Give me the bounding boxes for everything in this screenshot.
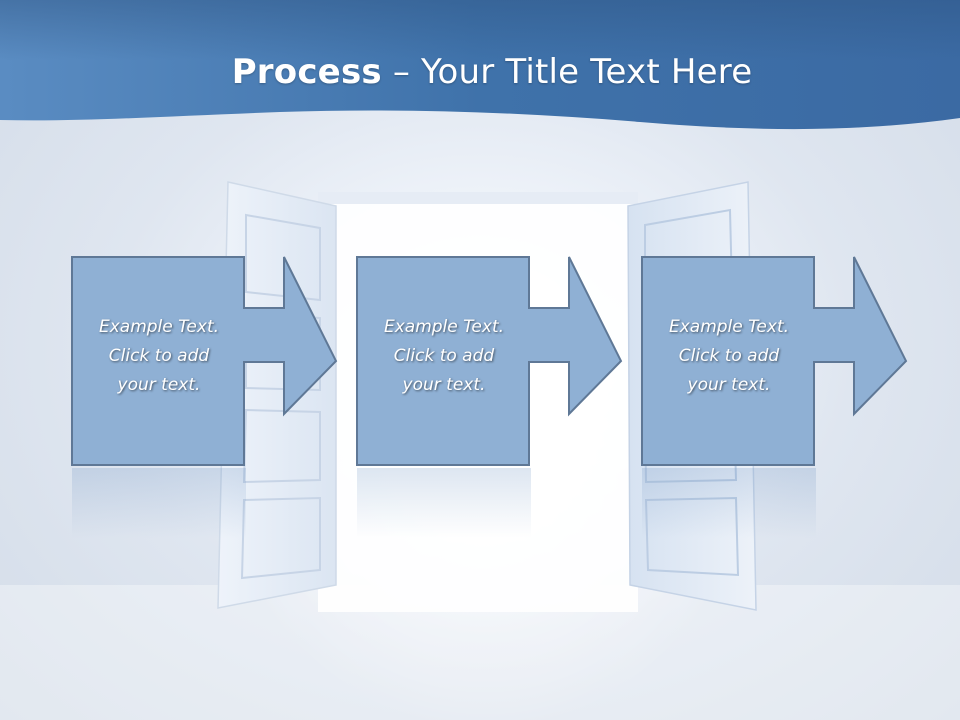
step-1-text: Example Text. Click to add your text.	[98, 317, 220, 395]
arrow-box-shape	[356, 256, 623, 466]
step-2-reflection	[357, 468, 531, 538]
arrow-box-shape	[641, 256, 908, 466]
step-3-reflection	[642, 468, 816, 538]
slide-title[interactable]: Process – Your Title Text Here	[0, 52, 960, 92]
process-step-1[interactable]: Example Text. Click to add your text.	[71, 256, 338, 466]
process-step-2[interactable]: Example Text. Click to add your text.	[356, 256, 623, 466]
step-2-text: Example Text. Click to add your text.	[383, 317, 505, 395]
process-step-3[interactable]: Example Text. Click to add your text.	[641, 256, 908, 466]
title-bold: Process	[231, 52, 382, 92]
arrow-box-shape	[71, 256, 338, 466]
title-rest: – Your Title Text Here	[381, 52, 753, 92]
step-1-reflection	[72, 468, 246, 538]
step-3-text: Example Text. Click to add your text.	[668, 317, 790, 395]
